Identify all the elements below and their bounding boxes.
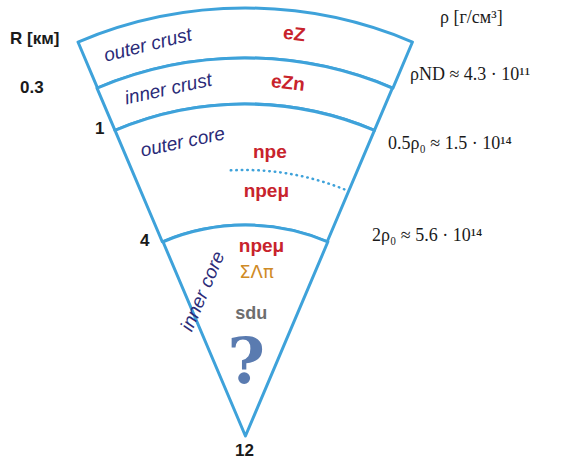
band-shape [163, 225, 328, 436]
radius-tick: 1 [95, 120, 104, 139]
radius-tick: 4 [140, 232, 149, 251]
composition-label: eZ [282, 22, 307, 45]
layer-band: inner corenpeμΣΛπsdu? [159, 221, 332, 440]
axis-title: ρ [г/см³] [440, 8, 503, 28]
question-mark: ? [228, 329, 266, 393]
composition-label: eZn [270, 71, 306, 96]
quark-label: sdu [235, 304, 267, 324]
composition-label: npeμ [239, 236, 284, 257]
composition-label: npe [253, 142, 287, 163]
density-value: 0.5ρ₀ ≈ 1.5 · 10¹⁴ [388, 134, 512, 154]
band-shape [115, 104, 374, 242]
density-value: ρND ≈ 4.3 · 10¹¹ [410, 65, 530, 85]
radius-tick: 12 [235, 442, 254, 461]
axis-title: R [км] [10, 30, 59, 49]
radius-tick: 0.3 [20, 79, 44, 98]
composition-label: npeμ [244, 181, 289, 202]
hyperon-label: ΣΛπ [239, 262, 274, 282]
density-value: 2ρ₀ ≈ 5.6 · 10¹⁴ [372, 226, 482, 246]
